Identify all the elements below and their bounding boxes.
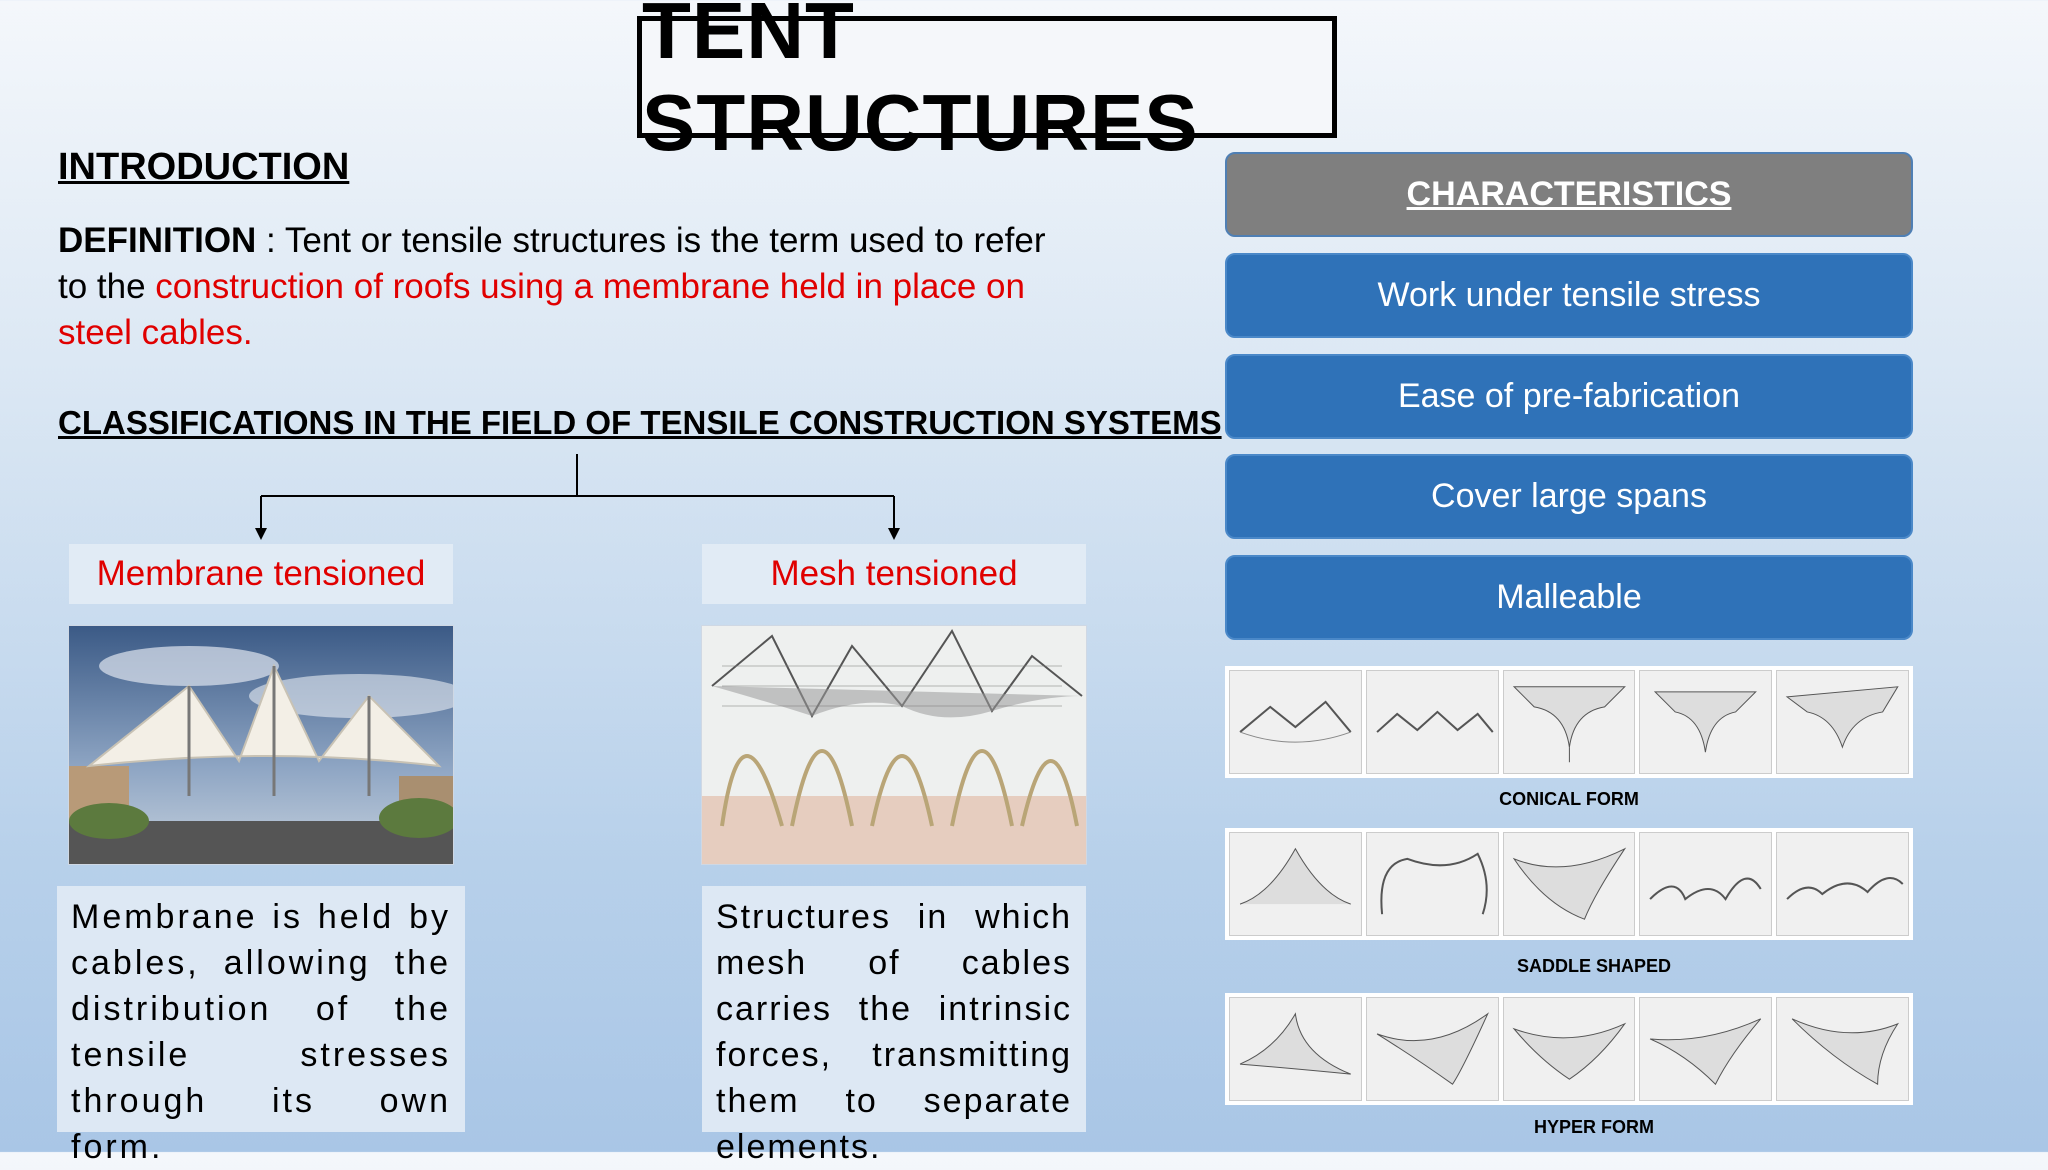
mesh-tensioned-description: Structures in which mesh of cables carri… [702,886,1086,1166]
hyper-form-sketch [1776,997,1909,1101]
definition-highlight: construction of roofs using a membrane h… [58,267,1025,352]
conical-form-sketch [1639,670,1773,774]
conical-form-sketch [1229,670,1362,774]
saddle-shaped-sketch [1639,832,1773,936]
mesh-tensioned-photo [702,626,1086,864]
hyper-form-sketch [1502,997,1636,1101]
saddle-shaped-label: SADDLE SHAPED [1516,956,1672,976]
hyper-form-label: HYPER FORM [1533,1117,1654,1137]
hyper-form-illustrations [1225,993,1913,1105]
characteristics-header: CHARACTERISTICS [1225,152,1913,237]
page-title: TENT STRUCTURES [642,0,1199,167]
characteristics-header-label: CHARACTERISTICS [1406,175,1732,213]
membrane-tensioned-photo [69,626,453,864]
definition-text: : Tent or tensile structures is the term… [58,221,1046,306]
saddle-shaped-sketch [1229,832,1362,936]
membrane-tensioned-description: Membrane is held by cables, allowing the… [57,886,465,1166]
characteristic-label: Cover large spans [1431,477,1707,515]
definition-label: DEFINITION [58,221,257,260]
membrane-tensioned-title: Membrane tensioned [96,554,426,593]
characteristic-label: Malleable [1496,578,1642,616]
characteristic-tensile-stress: Work under tensile stress [1225,253,1913,338]
definition-paragraph: DEFINITION : Tent or tensile structures … [58,218,1068,356]
saddle-shaped-sketch [1365,832,1499,936]
classifications-heading: CLASSIFICATIONS IN THE FIELD OF TENSILE … [58,404,1222,441]
conical-form-sketch [1365,670,1499,774]
characteristic-label: Ease of pre-fabrication [1397,377,1741,415]
saddle-shaped-illustrations [1225,828,1913,940]
hyper-form-sketch [1229,997,1362,1101]
saddle-shaped-sketch [1502,832,1636,936]
characteristic-malleable: Malleable [1225,555,1913,640]
intro-heading: INTRODUCTION [58,146,350,188]
classification-tree-connector [255,454,900,540]
hyper-form-sketch [1365,997,1499,1101]
characteristic-prefabrication: Ease of pre-fabrication [1225,354,1913,439]
characteristic-large-spans: Cover large spans [1225,454,1913,539]
conical-form-label: CONICAL FORM [1499,789,1639,809]
conical-form-illustrations [1225,666,1913,778]
title-box: TENT STRUCTURES [637,0,1337,167]
hyper-form-sketch [1639,997,1773,1101]
mesh-tensioned-label: Mesh tensioned [702,544,1086,604]
mesh-tensioned-title: Mesh tensioned [770,554,1018,593]
membrane-tensioned-label: Membrane tensioned [69,544,453,604]
saddle-shaped-sketch [1776,832,1909,936]
conical-form-sketch [1502,670,1636,774]
conical-form-sketch [1776,670,1909,774]
characteristic-label: Work under tensile stress [1377,276,1761,314]
